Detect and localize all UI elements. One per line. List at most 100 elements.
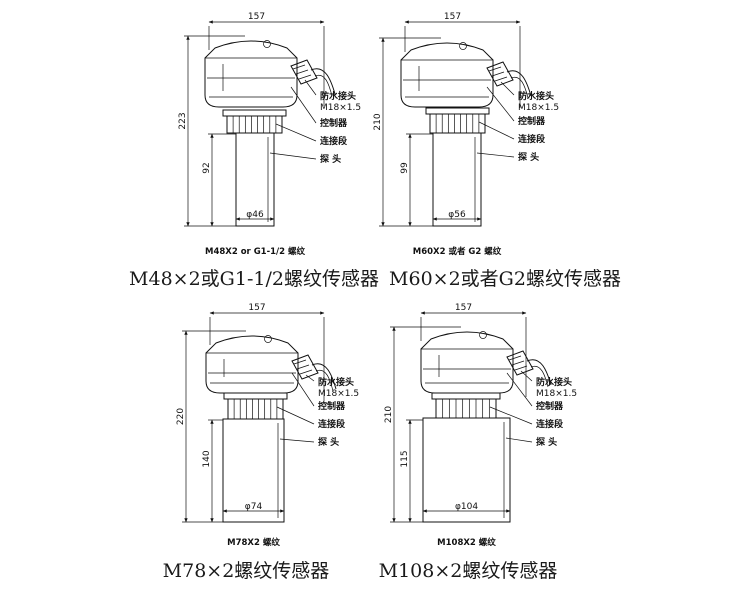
probe-body bbox=[432, 132, 482, 227]
height-dimension: 223 bbox=[178, 35, 245, 227]
cable bbox=[506, 70, 532, 97]
probe-length-value: 140 bbox=[202, 450, 212, 467]
probe bbox=[432, 132, 482, 227]
label-gland: 防水接头 bbox=[320, 90, 356, 102]
cable-gland bbox=[291, 354, 337, 392]
gland-thread-lines bbox=[293, 359, 313, 375]
height-value: 223 bbox=[178, 112, 188, 129]
leader-controller bbox=[290, 86, 317, 124]
diameter-dimension: φ46 bbox=[235, 210, 275, 221]
housing-outline bbox=[400, 42, 494, 108]
leader-probe bbox=[476, 152, 515, 158]
flange-plate bbox=[425, 107, 490, 115]
leader-controller bbox=[291, 372, 315, 407]
nut-body bbox=[226, 115, 283, 134]
label-gland-spec: M18×1.5 bbox=[318, 389, 359, 399]
diameter-value: φ46 bbox=[246, 210, 264, 220]
lid-screw-icon bbox=[264, 335, 272, 343]
flange-plate bbox=[222, 109, 287, 117]
label-gland-spec: M18×1.5 bbox=[536, 389, 577, 399]
controller-housing bbox=[205, 335, 299, 394]
gland-thread-lines bbox=[292, 64, 312, 80]
leader-gland bbox=[305, 374, 315, 382]
cable-edge bbox=[315, 369, 334, 392]
label-connector: 连接段 bbox=[518, 133, 546, 145]
leader-probe bbox=[279, 438, 315, 443]
label-controller: 控制器 bbox=[318, 400, 346, 412]
label-connector: 连接段 bbox=[536, 418, 564, 430]
height-dimension: 220 bbox=[176, 330, 246, 523]
height-value: 220 bbox=[176, 408, 186, 425]
height-value: 210 bbox=[384, 406, 394, 423]
height-value: 210 bbox=[373, 113, 383, 130]
leader-controller bbox=[486, 86, 515, 122]
probe-length-dimension: 115 bbox=[400, 419, 423, 523]
diameter-value: φ104 bbox=[455, 502, 478, 512]
height-dimension: 210 bbox=[384, 326, 461, 523]
label-gland: 防水接头 bbox=[518, 90, 554, 102]
width-dimension: 157 bbox=[404, 12, 521, 108]
thread-label: M60X2 或者 G2 螺纹 bbox=[413, 246, 502, 257]
width-value: 157 bbox=[444, 12, 461, 22]
leader-controller bbox=[506, 372, 533, 407]
label-gland-spec: M18×1.5 bbox=[518, 103, 559, 113]
probe-length-dimension: 140 bbox=[202, 419, 223, 523]
leader-gland bbox=[304, 79, 317, 96]
lid-screw-icon bbox=[459, 42, 467, 50]
height-dimension: 210 bbox=[373, 37, 441, 227]
cable-gland bbox=[506, 350, 552, 388]
cable-edge bbox=[510, 76, 529, 99]
leader-connector bbox=[275, 123, 317, 142]
label-controller: 控制器 bbox=[320, 117, 348, 129]
gland-nut bbox=[291, 354, 319, 380]
leader-probe bbox=[505, 437, 533, 443]
leader-gland bbox=[500, 81, 515, 96]
mounting-nut bbox=[431, 392, 501, 419]
label-probe: 探 头 bbox=[536, 436, 557, 448]
probe bbox=[222, 418, 285, 523]
nut-body bbox=[429, 113, 486, 134]
probe-length-dimension: 99 bbox=[400, 133, 433, 227]
probe-length-value: 115 bbox=[400, 450, 410, 467]
width-value: 157 bbox=[248, 12, 265, 22]
probe-body bbox=[222, 418, 285, 523]
cable-edge bbox=[314, 74, 333, 97]
cable bbox=[310, 68, 336, 95]
width-dimension: 157 bbox=[420, 303, 527, 397]
cable-gland bbox=[290, 59, 336, 97]
controller-housing bbox=[400, 42, 494, 108]
label-probe: 探 头 bbox=[318, 436, 339, 448]
lid-screw-icon bbox=[263, 40, 271, 48]
flange-plate bbox=[431, 392, 501, 400]
leader-connector bbox=[489, 406, 533, 425]
leader-gland bbox=[520, 370, 533, 382]
cable bbox=[311, 363, 337, 390]
cable bbox=[526, 359, 552, 386]
diameter-value: φ74 bbox=[245, 502, 263, 512]
label-gland: 防水接头 bbox=[536, 376, 572, 388]
probe-length-value: 99 bbox=[400, 162, 410, 174]
cable-edge bbox=[530, 365, 549, 388]
width-value: 157 bbox=[455, 303, 472, 313]
width-dimension: 157 bbox=[208, 12, 325, 106]
diameter-value: φ56 bbox=[448, 210, 466, 220]
probe-length-value: 92 bbox=[202, 162, 212, 173]
nut-body bbox=[227, 398, 284, 420]
diameter-dimension: φ74 bbox=[222, 502, 285, 513]
gland-thread-lines bbox=[508, 355, 528, 371]
diameter-dimension: φ56 bbox=[432, 210, 482, 221]
gland-nut bbox=[290, 59, 318, 85]
figure-caption: M108×2螺纹传感器 bbox=[379, 560, 558, 582]
mounting-nut bbox=[223, 392, 288, 420]
thread-label: M78X2 螺纹 bbox=[227, 537, 280, 548]
controller-housing bbox=[204, 40, 298, 108]
thread-label: M48X2 or G1-1/2 螺纹 bbox=[205, 246, 306, 257]
gland-nut bbox=[486, 61, 514, 87]
